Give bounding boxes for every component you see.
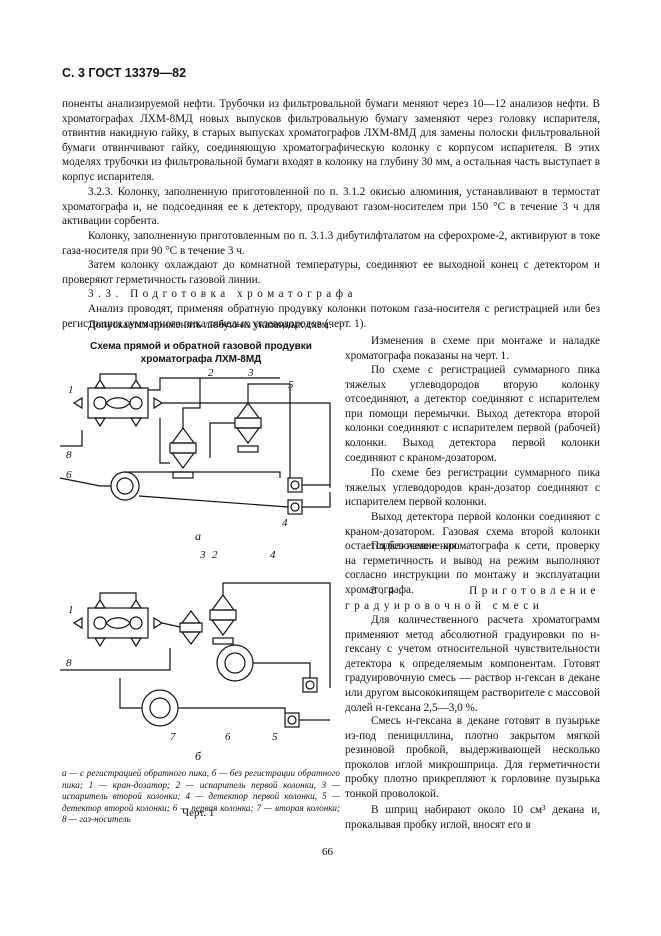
- callout-b-3: 3: [199, 549, 206, 561]
- section-heading: 3.3. Подготовка хроматографа: [88, 288, 357, 300]
- callout-a-2: 2: [208, 368, 214, 379]
- figure-title: Схема прямой и обратной газовой продувки…: [90, 341, 312, 365]
- paragraph: Затем колонку охлаждают до комнатной тем…: [62, 259, 600, 286]
- figure-number: Черт. 1: [182, 807, 215, 819]
- schematic-diagram: 1 2 3 5 8 6 4 а 3 2 4 1 8 7 6 5 б: [60, 368, 331, 763]
- figure-caption: а — с регистрацией обратного пика, б — б…: [62, 768, 340, 825]
- paragraph: Допускается применять любую из указанных…: [88, 319, 332, 331]
- callout-b-6: 6: [225, 731, 231, 743]
- callout-a-6: 6: [66, 469, 72, 481]
- paragraph: Изменения в схеме при монтаже и наладке …: [345, 335, 600, 362]
- callout-b-5: 5: [272, 731, 278, 743]
- section-heading: 3.4. Приготовление градуировочной смеси: [345, 585, 600, 612]
- page-header: С. 3 ГОСТ 13379—82: [62, 66, 187, 80]
- paragraph: Колонку, заполненную приготовленным по п…: [62, 230, 600, 257]
- callout-b-1: 1: [68, 604, 74, 616]
- callout-a-8: 8: [66, 449, 72, 461]
- paragraph: В шприц набирают около 10 см³ декана и, …: [345, 804, 600, 831]
- callout-b-2: 2: [212, 549, 218, 561]
- page-number: 66: [322, 846, 333, 858]
- callout-b-8: 8: [66, 657, 72, 669]
- callout-a-3: 3: [247, 368, 254, 379]
- callout-a-4: 4: [282, 517, 288, 529]
- callout-a-5: 5: [288, 379, 294, 391]
- label-b: б: [195, 749, 202, 763]
- callout-a-1: 1: [68, 384, 74, 396]
- paragraph: По схеме без регистрации суммарного пика…: [345, 467, 600, 509]
- callout-b-4: 4: [270, 549, 276, 561]
- label-a: а: [195, 529, 201, 543]
- paragraph: 3.2.3. Колонку, заполненную приготовленн…: [62, 186, 600, 228]
- paragraph: Смесь н-гексана в декане готовят в пузыр…: [345, 715, 600, 800]
- paragraph: Выход детектора первой колонки соединяют…: [345, 511, 600, 553]
- paragraph: Подключение хроматографа к сети, проверк…: [345, 540, 600, 596]
- callout-b-7: 7: [170, 731, 176, 743]
- paragraph: поненты анализируемой нефти. Трубочки из…: [62, 98, 600, 183]
- paragraph: Для количественного расчета хроматограмм…: [345, 614, 600, 714]
- paragraph: По схеме с регистрацией суммарного пика …: [345, 364, 600, 464]
- paragraph: Анализ проводят, применяя обратную проду…: [62, 303, 600, 330]
